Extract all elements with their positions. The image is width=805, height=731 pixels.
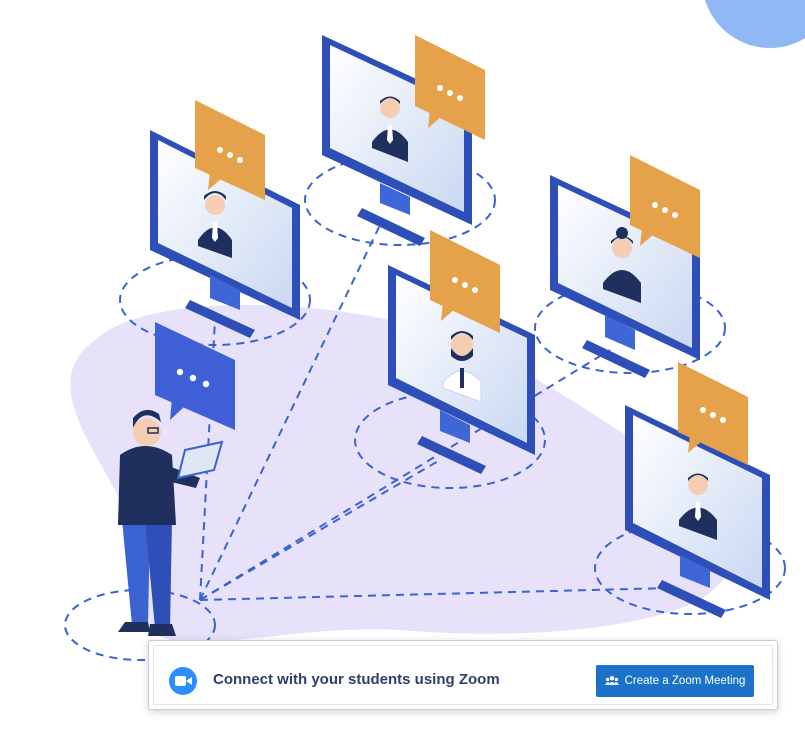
create-zoom-meeting-button[interactable]: Create a Zoom Meeting [596,665,754,697]
monitor-student-4 [388,230,535,474]
monitor-student-1 [150,100,300,338]
person-avatar [442,331,482,403]
monitor-student-5 [625,362,770,618]
monitor-student-3 [550,155,700,378]
teacher-figure [118,322,235,636]
floor-blob [70,305,737,643]
chat-bubble [678,362,748,465]
zoom-banner-message: Connect with your students using Zoom [213,671,500,688]
zoom-banner-inner: Connect with your students using Zoom Cr… [153,645,773,705]
zoom-banner: Connect with your students using Zoom Cr… [148,640,778,710]
person-avatar [372,96,408,162]
zoom-camera-icon [169,667,197,695]
person-avatar [679,473,717,540]
chat-bubble [430,230,500,333]
people-icon [604,676,619,685]
chat-bubble [630,155,700,258]
person-avatar [603,227,641,303]
teacher-chat-bubble [155,322,235,430]
person-avatar [198,191,232,258]
chat-bubble [195,100,265,200]
create-zoom-meeting-label: Create a Zoom Meeting [624,675,746,687]
chat-bubble [415,35,485,140]
corner-decoration [705,0,805,48]
monitor-student-2 [322,35,485,246]
